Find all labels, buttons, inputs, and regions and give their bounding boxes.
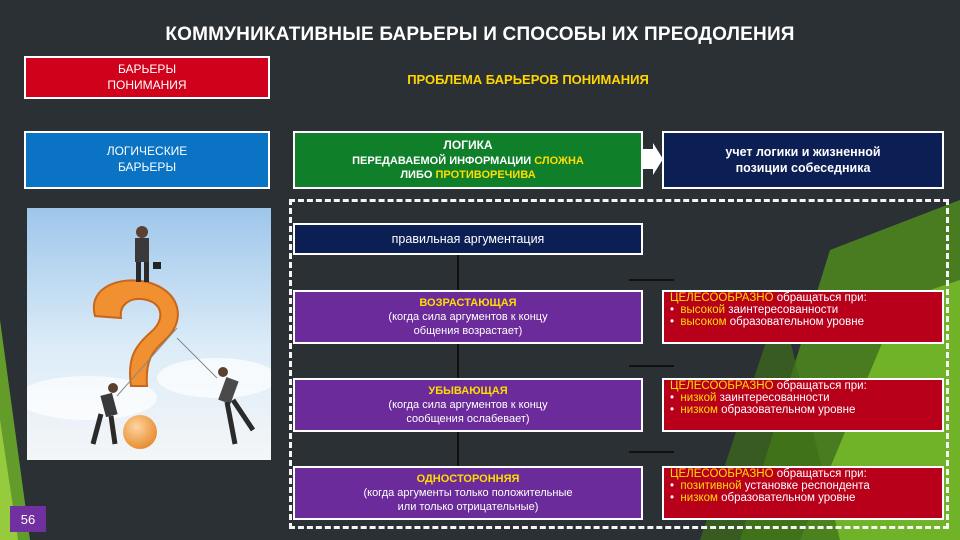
- page-number: 56: [10, 506, 46, 532]
- increasing-desc2: общения возрастает): [413, 325, 523, 338]
- connector-row2: [629, 365, 674, 367]
- vertical-connector: [457, 255, 459, 480]
- barriers-line1: БАРЬЕРЫ: [117, 61, 177, 76]
- advice-lead-keyword: ЦЕЛЕСООБРАЗНО: [670, 380, 774, 392]
- logic-contradictory-word: ПРОТИВОРЕЧИВА: [435, 168, 536, 181]
- advice-lead: ЦЕЛЕСООБРАЗНО обращаться при:: [670, 292, 867, 304]
- advice-lead-keyword: ЦЕЛЕСООБРАЗНО: [670, 292, 774, 304]
- bullet-glyph: •: [670, 304, 675, 316]
- advice-bullet-2: • высоком образовательном уровне: [670, 316, 864, 328]
- advice-lead-text: обращаться при:: [773, 380, 867, 392]
- logical-line1: ЛОГИЧЕСКИЕ: [106, 144, 188, 159]
- one-sided-desc1: (когда аргументы только положительные: [363, 486, 573, 499]
- connector-row3: [629, 451, 674, 453]
- advice-lead: ЦЕЛЕСООБРАЗНО обращаться при:: [670, 380, 867, 392]
- advice-bullet-text: заинтересованности: [725, 304, 839, 316]
- bullet-glyph: •: [670, 316, 675, 328]
- logic-line3-text: ЛИБО: [400, 168, 436, 181]
- advice-bullet-keyword: высокой: [680, 304, 726, 316]
- advice-bullet-1: • высокой заинтересованности: [670, 304, 838, 316]
- logic-complex-word: СЛОЖНА: [534, 154, 584, 167]
- advice-bullet-text: образовательном уровне: [717, 404, 856, 416]
- advice-bullet-2: • низком образовательном уровне: [670, 404, 855, 416]
- logic-line1: ЛОГИКА: [443, 137, 493, 152]
- advice-lead-keyword: ЦЕЛЕСООБРАЗНО: [670, 468, 774, 480]
- logical-barriers-box: ЛОГИЧЕСКИЕ БАРЬЕРЫ: [24, 131, 270, 189]
- bullet-glyph: •: [670, 392, 675, 404]
- barriers-line2: ПОНИМАНИЯ: [107, 77, 187, 92]
- decreasing-desc1: (когда сила аргументов к концу: [388, 398, 548, 411]
- one-sided-advice-box: ЦЕЛЕСООБРАЗНО обращаться при: • позитивн…: [662, 466, 944, 520]
- advice-bullet-keyword: позитивной: [680, 480, 742, 492]
- one-sided-desc2: или только отрицательные): [397, 501, 539, 514]
- advice-bullet-1: • низкой заинтересованности: [670, 392, 830, 404]
- logical-line2: БАРЬЕРЫ: [117, 160, 177, 174]
- bullet-glyph: •: [670, 480, 675, 492]
- slide-title: КОММУНИКАТИВНЫЕ БАРЬЕРЫ И СПОСОБЫ ИХ ПРЕ…: [165, 24, 795, 45]
- advice-bullet-text: образовательном уровне: [717, 492, 856, 504]
- logic-line2-text: ПЕРЕДАВАЕМОЙ ИНФОРМАЦИИ: [352, 154, 535, 167]
- increasing-argument-box: ВОЗРАСТАЮЩАЯ (когда сила аргументов к ко…: [293, 290, 643, 344]
- advice-bullet-text: образовательном уровне: [726, 316, 865, 328]
- one-sided-title: ОДНОСТОРОННЯЯ: [416, 472, 520, 485]
- increasing-advice-box: ЦЕЛЕСООБРАЗНО обращаться при: • высокой …: [662, 290, 944, 344]
- decreasing-argument-box: УБЫВАЮЩАЯ (когда сила аргументов к концу…: [293, 378, 643, 432]
- solution-line2: позиции собеседника: [735, 161, 871, 175]
- solution-line1: учет логики и жизненной: [725, 144, 881, 159]
- one-sided-argument-box: ОДНОСТОРОННЯЯ (когда аргументы только по…: [293, 466, 643, 520]
- connector-row1: [629, 279, 674, 281]
- advice-lead-text: обращаться при:: [773, 468, 867, 480]
- arrow-right-icon: [643, 143, 663, 175]
- advice-lead: ЦЕЛЕСООБРАЗНО обращаться при:: [670, 468, 867, 480]
- decreasing-advice-box: ЦЕЛЕСООБРАЗНО обращаться при: • низкой з…: [662, 378, 944, 432]
- logic-box: ЛОГИКА ПЕРЕДАВАЕМОЙ ИНФОРМАЦИИ СЛОЖНА ЛИ…: [293, 131, 643, 189]
- advice-lead-text: обращаться при:: [773, 292, 867, 304]
- argumentation-box: правильная аргументация: [293, 223, 643, 255]
- logic-line2: ПЕРЕДАВАЕМОЙ ИНФОРМАЦИИ СЛОЖНА: [352, 154, 584, 168]
- question-mark-businessmen-illustration: [27, 208, 271, 460]
- advice-bullet-1: • позитивной установке респондента: [670, 480, 870, 492]
- increasing-title: ВОЗРАСТАЮЩАЯ: [419, 296, 517, 309]
- bullet-glyph: •: [670, 492, 675, 504]
- advice-bullet-keyword: высоком: [680, 316, 727, 328]
- bullet-glyph: •: [670, 404, 675, 416]
- increasing-desc1: (когда сила аргументов к концу: [388, 310, 548, 323]
- decreasing-title: УБЫВАЮЩАЯ: [428, 384, 508, 397]
- decreasing-desc2: сообщения ослабевает): [406, 413, 530, 426]
- logic-line3: ЛИБО ПРОТИВОРЕЧИВА: [400, 168, 535, 182]
- barriers-of-understanding-box: БАРЬЕРЫ ПОНИМАНИЯ: [24, 56, 270, 99]
- dashed-frame: [289, 199, 949, 529]
- advice-bullet-2: • низком образовательном уровне: [670, 492, 855, 504]
- advice-bullet-keyword: низкой: [680, 392, 717, 404]
- advice-bullet-keyword: низком: [680, 492, 718, 504]
- solution-box: учет логики и жизненной позиции собеседн…: [662, 131, 944, 189]
- advice-bullet-text: установке респондента: [741, 480, 870, 492]
- problem-heading: ПРОБЛЕМА БАРЬЕРОВ ПОНИМАНИЯ: [407, 72, 649, 87]
- advice-bullet-keyword: низком: [680, 404, 718, 416]
- advice-bullet-text: заинтересованности: [716, 392, 830, 404]
